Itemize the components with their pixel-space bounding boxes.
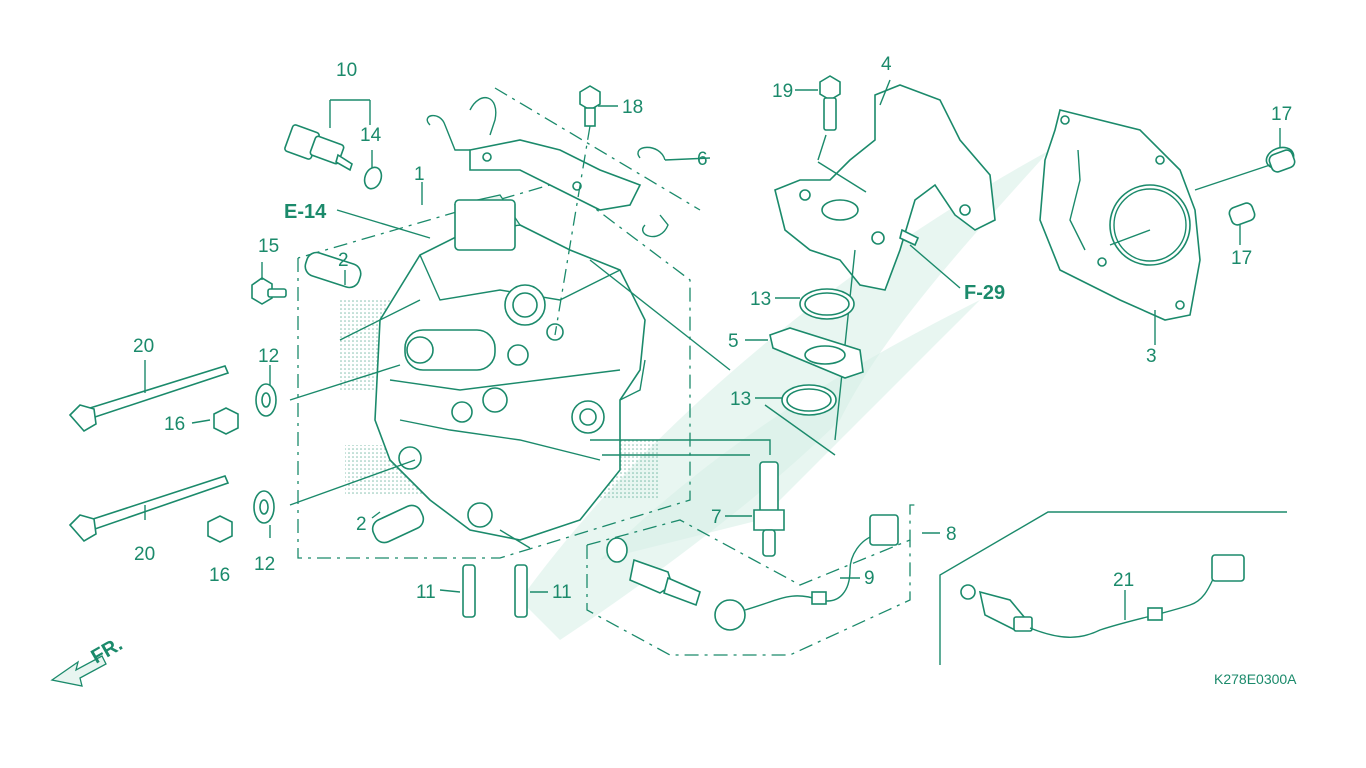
sensor-10-part [284,124,383,190]
bolt-15-part [251,277,287,305]
callout-15: 15 [258,236,279,257]
callout-7: 7 [711,507,722,528]
callout-18: 18 [622,97,643,118]
bolt-20-parts [68,365,230,543]
callout-12: 12 [258,346,279,367]
bracket-clip-group [426,87,711,238]
callout-20: 20 [133,336,154,357]
callout-12b: 12 [254,554,275,575]
callout-13b: 13 [730,389,751,410]
callout-21: 21 [1113,570,1134,591]
callout-19: 19 [772,81,793,102]
callout-11b: 11 [552,582,572,603]
sensor-21-group [939,511,1287,665]
callout-14: 14 [360,125,382,146]
gasket-3-part [1039,109,1296,345]
callout-labels: 1 2 2 3 4 5 6 7 8 9 10 11 11 12 12 13 13… [133,54,1292,603]
figure-code: K278E0300A [1214,671,1297,687]
nut-16-parts [207,407,239,543]
reference-f29: F-29 [964,282,1005,304]
callout-11: 11 [416,582,436,603]
inlet-pipe-group [764,75,996,456]
callout-17b: 17 [1231,248,1252,269]
callout-2: 2 [338,250,349,271]
cylinder-head-group [289,157,771,559]
callout-3: 3 [1146,346,1157,367]
callout-2b: 2 [356,514,367,535]
callout-6: 6 [697,149,708,170]
leader-lines [144,89,1126,620]
callout-4: 4 [881,54,892,75]
bolt-18-part [554,85,601,336]
callout-9: 9 [864,568,875,589]
callout-16: 16 [164,414,185,435]
callout-1: 1 [414,164,425,185]
callout-5: 5 [728,331,739,352]
sensor-8-group [586,504,920,656]
callout-17: 17 [1271,104,1292,125]
callout-13: 13 [750,289,771,310]
spark-plug-7-part [753,461,785,557]
washer-12-parts [253,383,277,524]
callout-20b: 20 [134,544,155,565]
callout-10: 10 [336,60,357,81]
front-arrow-icon [50,655,107,687]
stud-11-parts [462,564,528,618]
callout-16b: 16 [209,565,230,586]
reference-e14: E-14 [284,201,327,223]
dowel-2-part [304,251,425,544]
leader-10 [329,99,371,128]
callout-8: 8 [946,524,957,545]
